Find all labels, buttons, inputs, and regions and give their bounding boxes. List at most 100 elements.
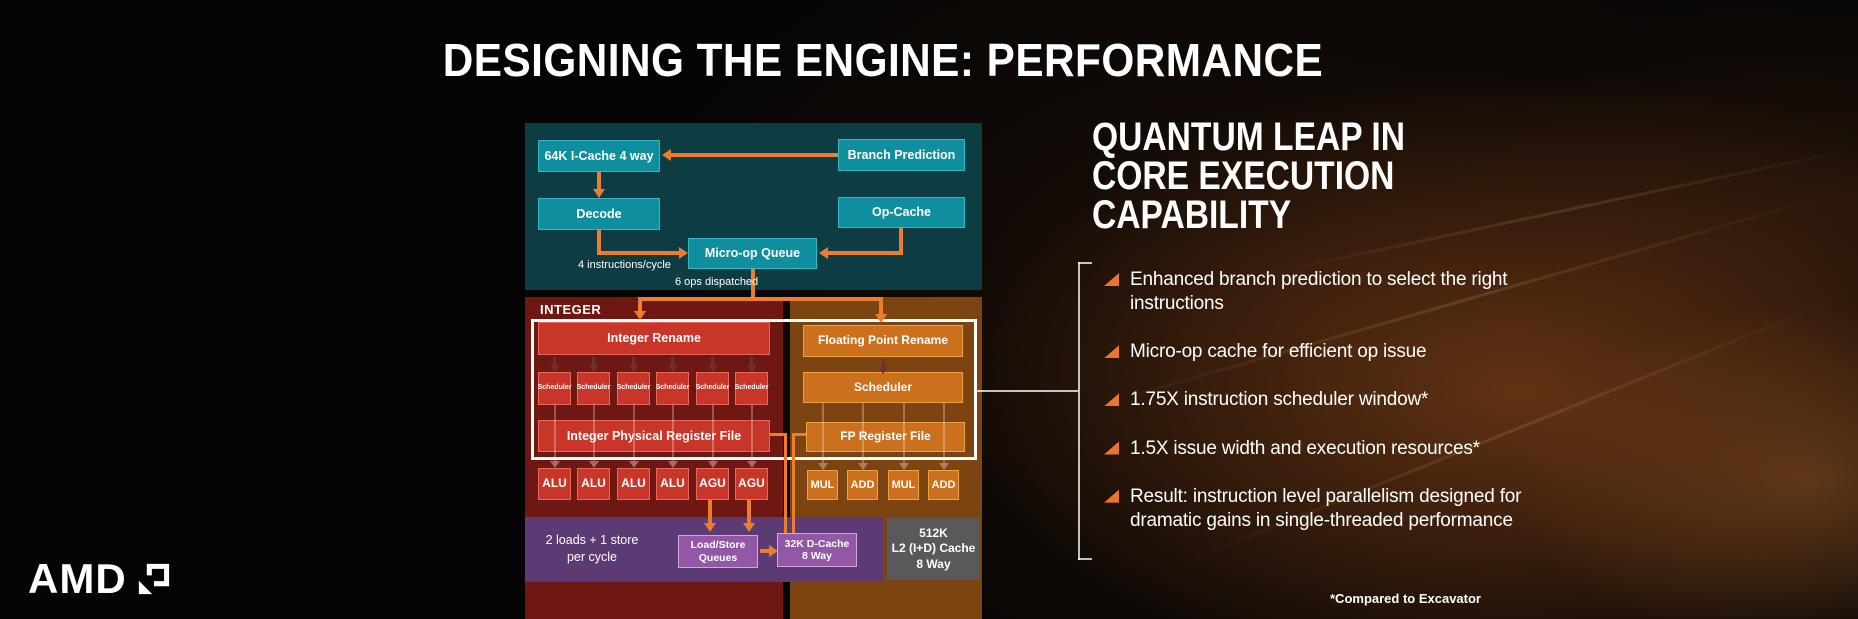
alu-box: ALU <box>577 468 610 500</box>
icache-box: 64K I-Cache 4 way <box>538 140 660 172</box>
decode-to-muq-arrow-h <box>597 251 679 255</box>
heading-line: CAPABILITY <box>1092 193 1292 237</box>
list-item: 1.5X issue width and execution resources… <box>1104 437 1584 461</box>
prf-bus-v <box>784 433 787 533</box>
fp-sched-unit-line <box>942 403 945 463</box>
lsq-line: Queues <box>698 551 738 564</box>
note-line: 2 loads + 1 store <box>545 533 639 547</box>
instructions-per-cycle-note: 4 instructions/cycle <box>578 259 671 271</box>
heading-line: QUANTUM LEAP IN <box>1092 115 1405 159</box>
bracket-line <box>1078 262 1080 560</box>
bullet-text: Micro-op cache for efficient op issue <box>1130 341 1427 363</box>
fp-sched-unit-line <box>821 403 824 463</box>
fprf-bus-h <box>793 433 806 436</box>
micro-op-queue-box: Micro-op Queue <box>688 238 817 269</box>
add-box: ADD <box>928 470 959 500</box>
cpu-block-diagram: 64K I-Cache 4 way Branch Prediction Deco… <box>525 123 982 619</box>
rename-sched-arrow <box>592 357 595 365</box>
rename-sched-arrow <box>711 357 714 365</box>
amd-arrow-icon <box>138 563 169 595</box>
highlight-connector-line <box>977 390 1078 392</box>
dcache-box: 32K D-Cache 8 Way <box>777 533 857 567</box>
int-scheduler-box: Scheduler <box>617 372 650 405</box>
agu-lsq-arrow <box>708 500 712 524</box>
scheduler-window-highlight <box>531 319 977 460</box>
decode-label: Decode <box>576 206 622 221</box>
rename-sched-arrow <box>671 357 674 365</box>
integer-rename-box: Integer Rename <box>538 322 770 355</box>
arrowhead <box>667 365 678 372</box>
arrowhead <box>819 247 828 259</box>
arrowhead <box>628 461 639 468</box>
decode-box: Decode <box>538 198 660 230</box>
arrowhead <box>634 311 646 320</box>
arrowhead <box>588 365 599 372</box>
ops-dispatched-note: 6 ops dispatched <box>675 276 759 288</box>
arrowhead <box>817 463 828 470</box>
footnote: *Compared to Excavator <box>1330 591 1481 606</box>
list-item: Enhanced branch prediction to select the… <box>1104 268 1584 316</box>
sched-unit-line <box>632 405 635 461</box>
arrowhead <box>628 365 639 372</box>
fp-scheduler-box: Scheduler <box>803 372 963 403</box>
alu-box: ALU <box>617 468 650 500</box>
l2-line: 512K <box>919 525 948 540</box>
arrowhead <box>662 149 671 161</box>
dcache-line: 32K D-Cache <box>784 537 850 550</box>
icache-to-decode-arrow <box>597 172 601 191</box>
arrowhead <box>875 314 887 323</box>
fp-rename-sched-arrow <box>881 359 885 367</box>
triangle-bullet-icon <box>1104 489 1119 503</box>
integer-register-file-label: Integer Physical Register File <box>566 428 742 443</box>
branch-to-icache-arrow <box>671 153 838 157</box>
fp-register-file-box: FP Register File <box>806 422 965 452</box>
alu-box: ALU <box>538 468 571 500</box>
rename-sched-arrow <box>632 357 635 365</box>
fp-rename-label: Floating Point Rename <box>817 333 948 348</box>
heading-line: CORE EXECUTION <box>1092 154 1395 198</box>
bullet-text: Enhanced branch prediction to select the… <box>1130 269 1508 315</box>
triangle-bullet-icon <box>1104 273 1119 286</box>
note-line: per cycle <box>566 549 618 564</box>
rename-sched-arrow <box>553 357 556 365</box>
unit-label: MUL <box>810 478 835 491</box>
opcache-box: Op-Cache <box>838 197 965 228</box>
arrowhead <box>667 461 678 468</box>
arrowhead <box>746 461 757 468</box>
agu-lsq-arrow <box>747 500 751 524</box>
agu-box: AGU <box>696 468 729 500</box>
int-scheduler-box: Scheduler <box>577 372 610 405</box>
mul-box: MUL <box>807 470 838 500</box>
list-item: Result: instruction level parallelism de… <box>1104 485 1584 533</box>
amd-logo: AMD <box>28 558 172 600</box>
muq-dispatch-h <box>638 297 883 301</box>
sched-unit-line <box>671 405 674 461</box>
scheduler-label: Scheduler <box>695 384 730 392</box>
arrowhead <box>707 365 718 372</box>
arrowhead <box>743 523 755 532</box>
fprf-bus-v <box>792 433 795 533</box>
triangle-bullet-icon <box>1104 393 1119 407</box>
opcache-label: Op-Cache <box>871 205 932 220</box>
lsq-line: Load/Store <box>690 539 746 552</box>
bullet-text: 1.75X instruction scheduler window* <box>1130 389 1429 411</box>
mul-box: MUL <box>888 470 919 500</box>
arrowhead <box>898 463 909 470</box>
load-store-queue-box: Load/Store Queues <box>678 535 758 568</box>
fp-sched-unit-line <box>861 403 864 463</box>
dispatch-fp-v <box>879 297 883 315</box>
add-box: ADD <box>847 470 878 500</box>
list-item: Micro-op cache for efficient op issue <box>1104 340 1584 364</box>
micro-op-queue-label: Micro-op Queue <box>704 246 801 261</box>
bullet-list: Enhanced branch prediction to select the… <box>1104 268 1584 533</box>
muq-dispatch-v <box>751 269 755 301</box>
fp-sched-unit-line <box>902 403 905 463</box>
sched-unit-line <box>750 405 753 461</box>
sched-unit-line <box>711 405 714 461</box>
int-scheduler-box: Scheduler <box>656 372 689 405</box>
unit-label: ADD <box>850 478 875 491</box>
arrowhead <box>769 545 778 557</box>
int-scheduler-box: Scheduler <box>696 372 729 405</box>
arrowhead <box>679 247 688 259</box>
